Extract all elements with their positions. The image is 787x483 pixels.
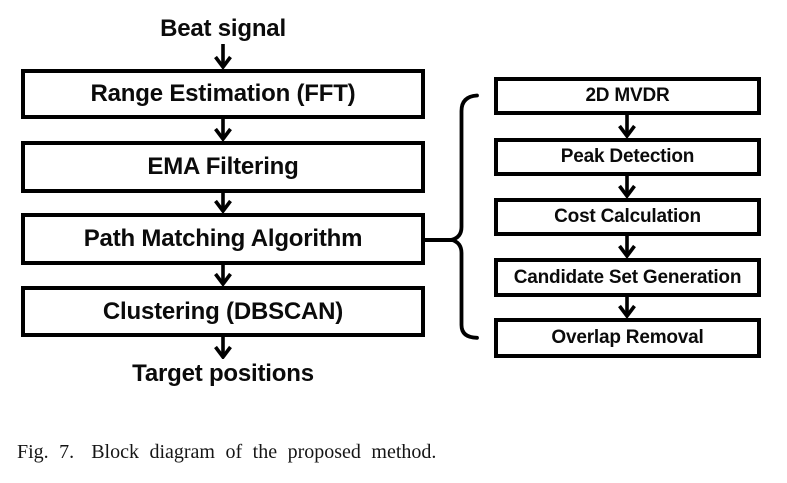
figure-caption: Fig. 7. Block diagram of the proposed met… <box>17 441 577 464</box>
subflow-box-overlap-removal: Overlap Removal <box>494 318 761 358</box>
arrow-down-icon <box>214 192 232 213</box>
flow-box-label: Range Estimation (FFT) <box>90 80 356 107</box>
subflow-box-peak-detection: Peak Detection <box>494 138 761 176</box>
flow-box-label: Path Matching Algorithm <box>83 225 363 252</box>
caption-text: Block diagram of the proposed method. <box>91 441 437 463</box>
subflow-box-2d-mvdr: 2D MVDR <box>494 77 761 115</box>
flow-box-label: EMA Filtering <box>147 153 299 180</box>
subflow-box-candidate-set-generation: Candidate Set Generation <box>494 258 761 297</box>
flow-box-label: Clustering (DBSCAN) <box>102 297 344 325</box>
subflow-box-label: Candidate Set Generation <box>513 266 742 288</box>
subflow-box-label: Overlap Removal <box>551 327 704 348</box>
connector-line <box>424 238 455 242</box>
arrow-down-icon <box>618 176 636 198</box>
flow-box-range-estimation: Range Estimation (FFT) <box>21 69 425 119</box>
subflow-box-label: Peak Detection <box>560 146 695 167</box>
arrow-down-icon <box>214 44 232 69</box>
flow-box-ema-filtering: EMA Filtering <box>21 141 425 193</box>
flow-box-clustering: Clustering (DBSCAN) <box>21 286 425 337</box>
arrow-down-icon <box>618 115 636 138</box>
flow-box-path-matching: Path Matching Algorithm <box>21 213 425 265</box>
arrow-down-icon <box>214 264 232 286</box>
subflow-box-label: Cost Calculation <box>554 206 701 227</box>
subflow-box-cost-calculation: Cost Calculation <box>494 198 761 236</box>
input-label: Beat signal <box>160 15 286 42</box>
brace-icon <box>450 93 479 340</box>
arrow-down-icon <box>618 297 636 318</box>
arrow-down-icon <box>618 236 636 258</box>
output-label: Target positions <box>132 360 314 387</box>
caption-label: Fig. 7. <box>17 441 75 463</box>
subflow-box-label: 2D MVDR <box>585 85 670 106</box>
arrow-down-icon <box>214 337 232 359</box>
arrow-down-icon <box>214 119 232 141</box>
